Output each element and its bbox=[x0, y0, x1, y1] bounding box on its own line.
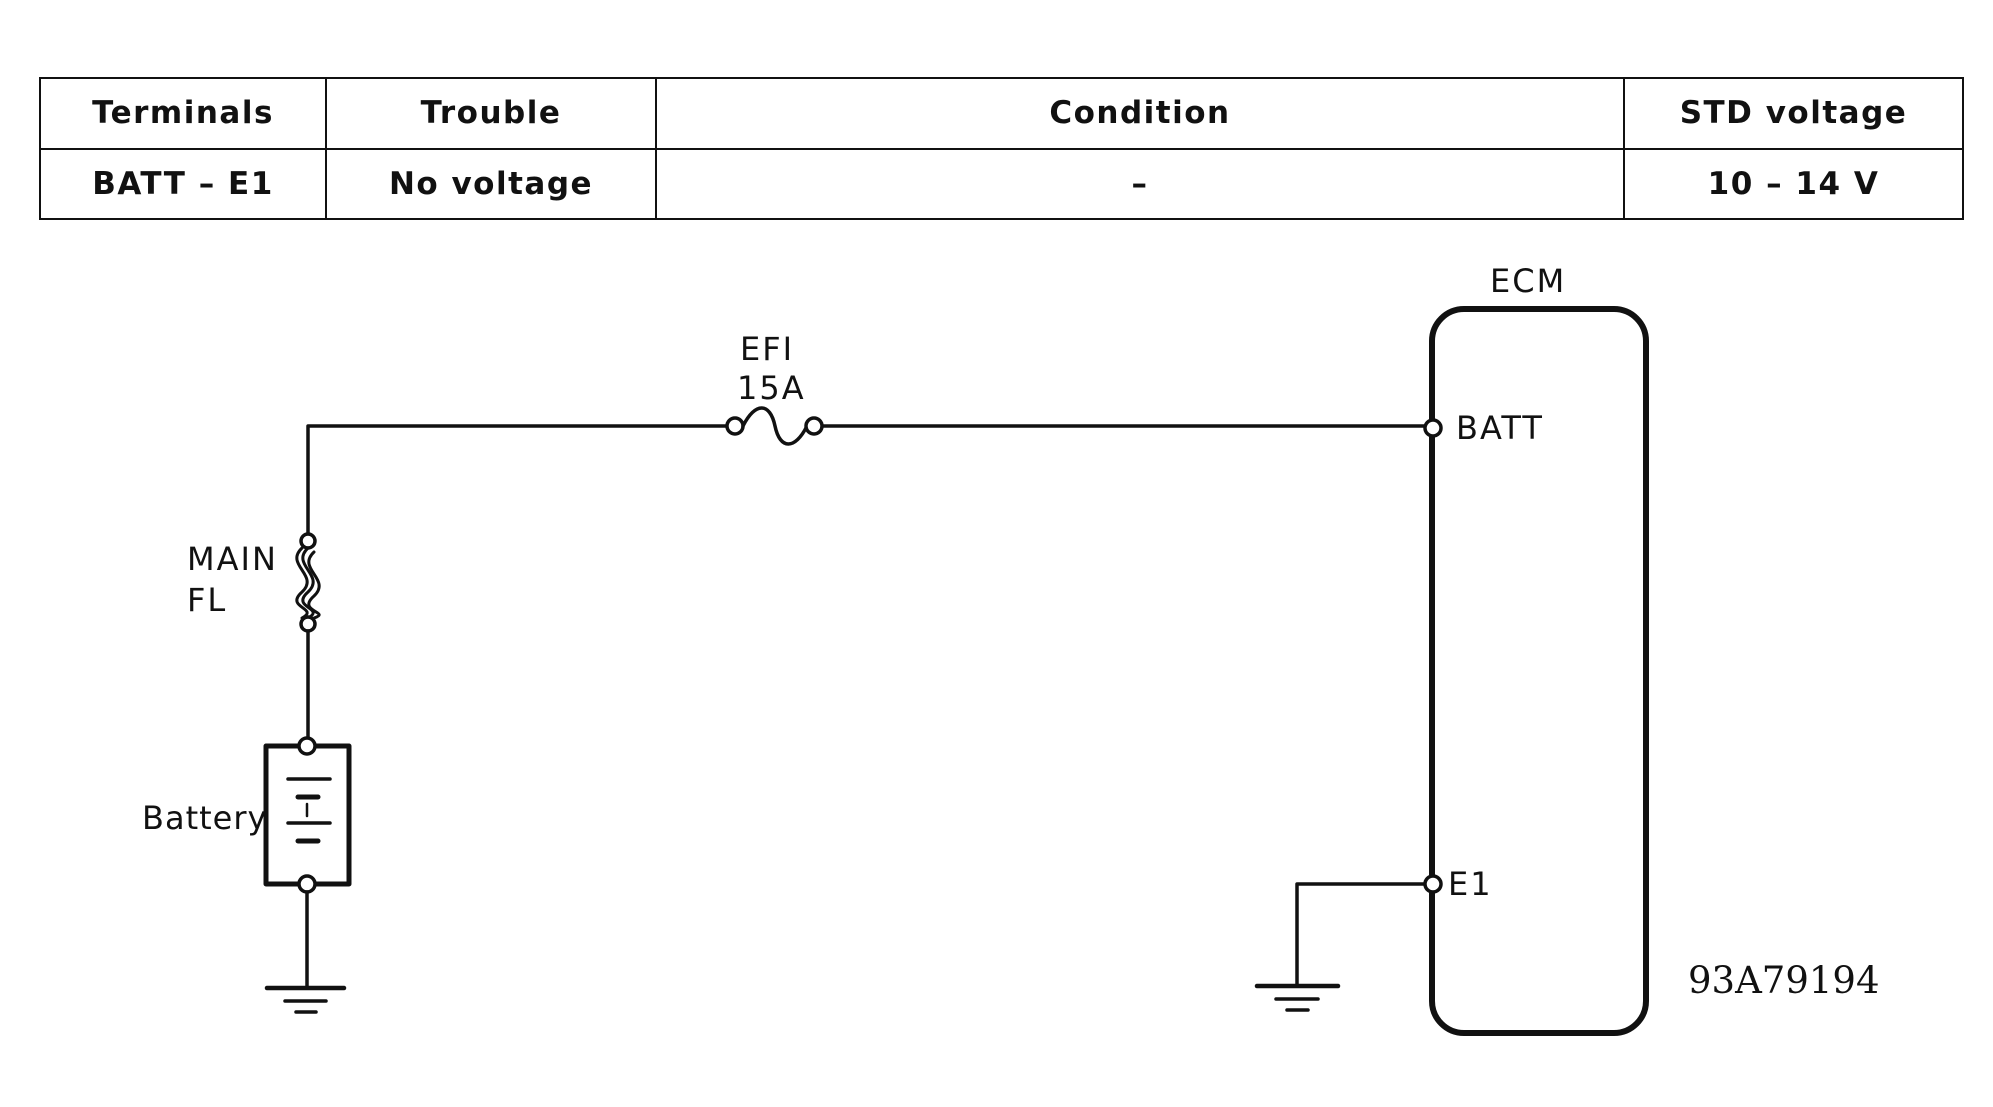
table-header-row: Terminals Trouble Condition STD voltage bbox=[39, 77, 1964, 150]
main-fusible-link-icon bbox=[295, 532, 321, 633]
battery-icon bbox=[263, 736, 352, 894]
battery-label: Battery bbox=[142, 799, 268, 837]
cell-trouble: No voltage bbox=[325, 147, 657, 220]
header-condition: Condition bbox=[655, 77, 1625, 150]
batt-terminal-icon bbox=[1423, 418, 1443, 438]
efi-fuse-name: EFI bbox=[740, 330, 795, 368]
cell-terminals: BATT – E1 bbox=[39, 147, 327, 220]
battery-ground-icon bbox=[264, 985, 347, 1014]
e1-ground-wire bbox=[1295, 882, 1426, 986]
voltage-spec-table: Terminals Trouble Condition STD voltage … bbox=[39, 77, 1964, 220]
main-fuse-label-line1: MAIN bbox=[187, 540, 278, 578]
header-terminals: Terminals bbox=[39, 77, 327, 150]
ecm-label: ECM bbox=[1490, 262, 1567, 300]
efi-fuse-rating: 15A bbox=[737, 369, 806, 407]
header-std-voltage: STD voltage bbox=[1623, 77, 1964, 150]
figure-code: 93A79194 bbox=[1688, 959, 1880, 1002]
ecm-box bbox=[1429, 306, 1649, 1036]
cell-std-voltage: 10 – 14 V bbox=[1623, 147, 1964, 220]
e1-terminal-icon bbox=[1423, 874, 1443, 894]
efi-fuse-icon bbox=[725, 406, 824, 446]
supply-wire bbox=[306, 424, 730, 537]
main-fuse-label-line2: FL bbox=[187, 581, 228, 619]
batt-terminal-label: BATT bbox=[1456, 409, 1544, 447]
ecm-ground-icon bbox=[1254, 983, 1341, 1012]
table-row: BATT – E1 No voltage – 10 – 14 V bbox=[39, 147, 1964, 220]
cell-condition: – bbox=[655, 147, 1625, 220]
e1-terminal-label: E1 bbox=[1448, 865, 1493, 903]
header-trouble: Trouble bbox=[325, 77, 657, 150]
